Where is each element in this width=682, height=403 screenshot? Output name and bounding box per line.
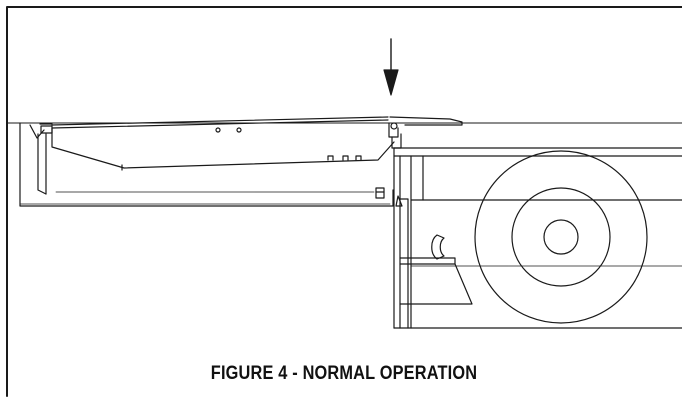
down-arrow-icon — [383, 38, 399, 96]
rear-bumper — [399, 257, 473, 305]
rear-hinge — [29, 123, 53, 195]
figure-border — [6, 6, 682, 397]
truck-wheel — [474, 150, 648, 324]
dock-pit — [19, 122, 394, 207]
figure-caption: FIGURE 4 - NORMAL OPERATION — [210, 363, 478, 384]
truck-bed — [393, 147, 682, 329]
bumper-hook — [431, 234, 445, 260]
lip-plate — [388, 116, 463, 149]
leveler-deck — [51, 116, 395, 171]
lip-keeper — [55, 187, 403, 207]
